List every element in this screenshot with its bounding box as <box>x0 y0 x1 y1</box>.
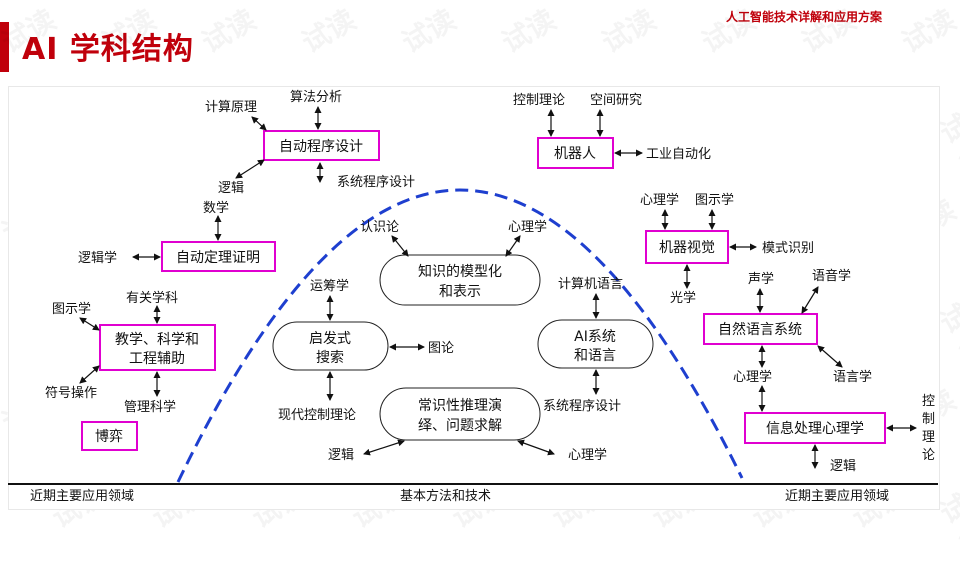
baseline-left-label: 近期主要应用领域 <box>30 488 134 504</box>
aid-box[interactable] <box>99 324 216 371</box>
reasoning-label-line2: 绎、问题求解 <box>418 418 502 434</box>
system-design-label: 系统程序设计 <box>337 175 415 190</box>
robot-label: 机器人 <box>554 146 596 162</box>
modern-control-label: 现代控制理论 <box>278 408 356 423</box>
ai-system-node[interactable] <box>537 319 654 369</box>
theorem-proving-box[interactable] <box>161 241 276 272</box>
knowledge-label-line1: 知识的模型化 <box>418 263 502 280</box>
optics-label: 光学 <box>670 290 696 306</box>
logic-right-label: 逻辑 <box>830 459 856 474</box>
control-vertical-char-2: 制 <box>922 412 935 427</box>
control-theory-label: 控制理论 <box>513 93 565 108</box>
game-label: 博弈 <box>95 428 123 445</box>
logic-bottom-label: 逻辑 <box>328 448 354 463</box>
comp-lang-label: 计算机语言 <box>558 277 623 292</box>
phonetics-label: 语音学 <box>812 268 851 284</box>
sys-prog-design-label: 系统程序设计 <box>543 399 621 414</box>
knowledge-node[interactable] <box>379 254 541 306</box>
theorem-proving-label: 自动定理证明 <box>176 250 260 266</box>
psychology2-label: 心理学 <box>733 369 772 385</box>
aid-label-line2: 工程辅助 <box>129 351 185 367</box>
right-connectors <box>547 109 917 469</box>
heuristic-label-line1: 启发式 <box>309 331 351 347</box>
program-design-label: 自动程序设计 <box>279 139 363 155</box>
method-arc <box>176 188 744 483</box>
program-design-box[interactable] <box>263 130 380 161</box>
info-psych-label: 信息处理心理学 <box>766 420 864 437</box>
logicology-label: 逻辑学 <box>78 250 117 266</box>
machine-vision-box[interactable] <box>645 230 729 264</box>
acoustics-label: 声学 <box>748 271 774 287</box>
control-vertical-char-3: 理 <box>922 430 935 445</box>
robot-box[interactable] <box>537 137 614 169</box>
symbol-ops-label: 符号操作 <box>45 385 97 401</box>
graphics-right-label: 图示学 <box>695 192 734 208</box>
aid-label-line1: 教学、科学和 <box>115 332 199 348</box>
cognition-label: 认识论 <box>360 220 399 235</box>
nls-box[interactable] <box>703 313 818 345</box>
logic-label-left: 逻辑 <box>218 181 244 196</box>
math-label: 数学 <box>203 200 229 216</box>
ai-system-label-line2: 和语言 <box>574 348 616 364</box>
nls-label: 自然语言系统 <box>718 321 802 338</box>
space-research-label: 空间研究 <box>590 93 642 108</box>
header-subtitle: 人工智能技术详解和应用方案 <box>725 10 882 24</box>
pattern-recog-label: 模式识别 <box>762 241 814 256</box>
baseline-right-label: 近期主要应用领域 <box>785 488 889 504</box>
center-connectors <box>326 235 600 456</box>
page-title: AI 学科结构 <box>22 32 194 67</box>
game-box[interactable] <box>81 421 138 451</box>
reasoning-node[interactable] <box>379 387 541 441</box>
header-accent-bar <box>0 22 9 72</box>
industrial-auto-label: 工业自动化 <box>646 147 711 162</box>
reasoning-label-line1: 常识性推理演 <box>418 398 502 414</box>
psychology-right-label: 心理学 <box>640 192 679 208</box>
knowledge-label-line2: 和表示 <box>439 284 481 300</box>
graphics-label-left: 图示学 <box>52 301 91 317</box>
heuristic-label-line2: 搜索 <box>316 349 344 366</box>
heuristic-node[interactable] <box>272 321 389 371</box>
related-subjects-label: 有关学科 <box>126 290 178 306</box>
baseline-center-label: 基本方法和技术 <box>400 488 491 504</box>
graph-theory-label: 图论 <box>428 341 454 356</box>
mgmt-science-label: 管理科学 <box>124 399 176 415</box>
ai-discipline-structure-diagram: 近期主要应用领域 基本方法和技术 近期主要应用领域 自动程序设计 计算原理 算法… <box>8 90 938 504</box>
psychology-top-label: 心理学 <box>508 219 547 235</box>
calc-principle-label: 计算原理 <box>205 100 257 115</box>
machine-vision-label: 机器视觉 <box>659 240 715 256</box>
linguistics-label: 语言学 <box>833 369 872 385</box>
control-vertical-char-1: 控 <box>922 394 935 409</box>
left-connectors <box>79 106 324 397</box>
info-psych-box[interactable] <box>744 412 886 444</box>
control-vertical-char-4: 论 <box>922 448 935 463</box>
ai-system-label-line1: AI系统 <box>574 329 616 345</box>
algo-analysis-label: 算法分析 <box>290 90 342 105</box>
operations-label: 运筹学 <box>310 278 349 294</box>
psychology-bottom-label: 心理学 <box>568 447 607 463</box>
